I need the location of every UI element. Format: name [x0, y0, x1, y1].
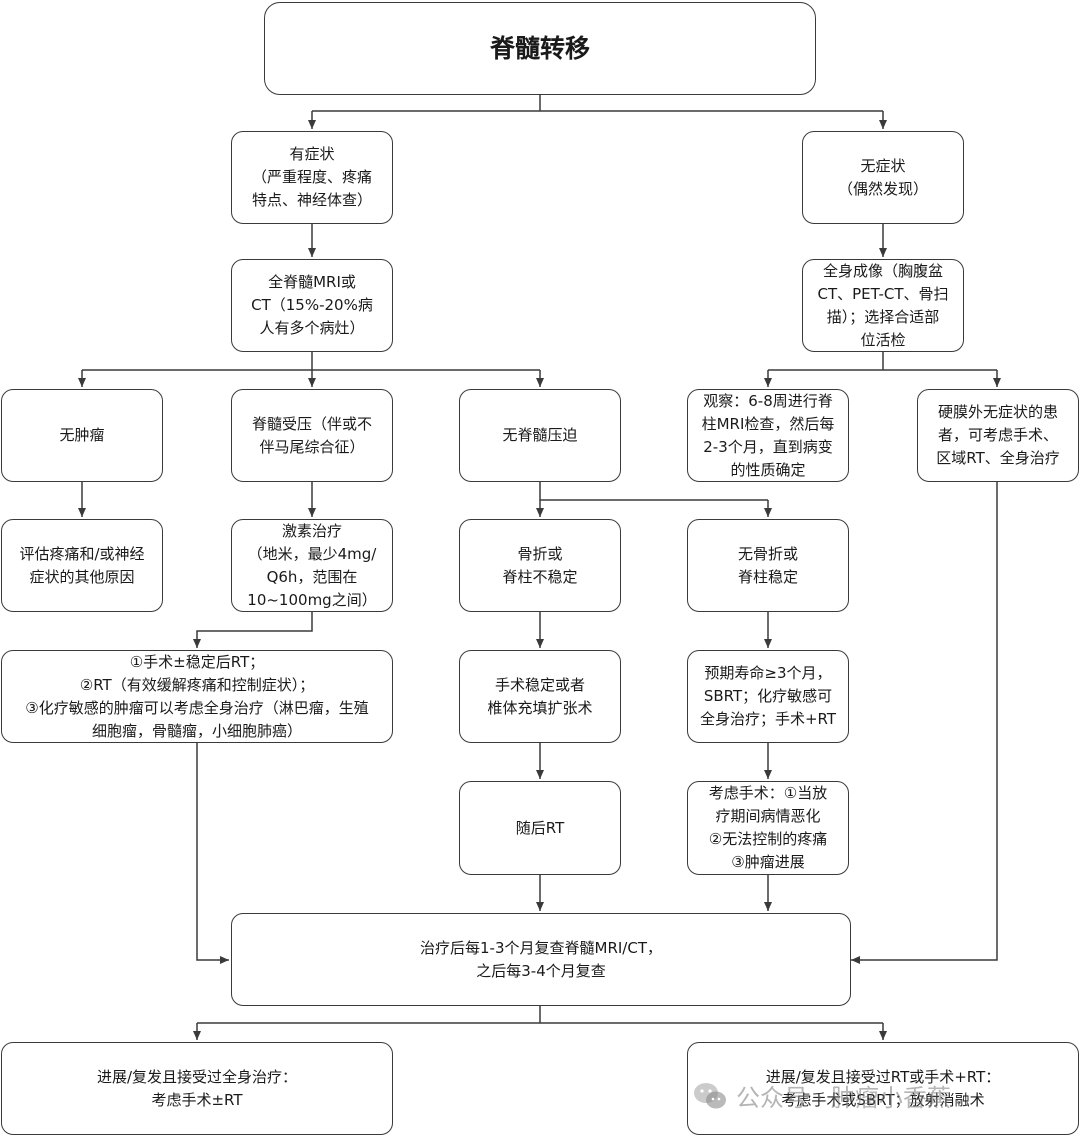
node-observe-text: 观察：6-8周进行脊 柱MRI检查，然后每 2-3个月，直到病变 的性质确定: [701, 391, 835, 479]
node-options: ①手术±稳定后RT； ②RT（有效缓解疼痛和控制症状）； ③化疗敏感的肿瘤可以考…: [1, 650, 393, 743]
node-evaluate-pain-text: 评估疼痛和/或神经 症状的其他原因: [19, 544, 145, 586]
node-prog-rt-text: 进展/复发且接受过RT或手术+RT： 考虑手术或SBRT；放射消融术: [765, 1067, 1001, 1109]
watermark-text: 公众号 · 肿瘤小香蕉: [736, 1084, 951, 1112]
connector-no-compression-split: [539, 482, 768, 501]
node-fracture-text: 骨折或 脊柱不稳定: [502, 544, 578, 586]
node-fracture: 骨折或 脊柱不稳定: [459, 519, 621, 612]
node-extradural: 硬膜外无症状的患 者，可考虑手术、 区域RT、全身治疗: [917, 389, 1079, 482]
node-no-tumor: 无肿瘤: [1, 389, 163, 482]
node-prog-systemic-text: 进展/复发且接受过全身治疗： 考虑手术±RT: [96, 1067, 298, 1109]
node-no-compression-text: 无脊髓压迫: [502, 426, 578, 444]
node-full-mri: 全脊髓MRI或 CT（15%-20%病 人有多个病灶）: [231, 259, 393, 352]
node-surgery-stab-text: 手术稳定或者 椎体充填扩张术: [487, 675, 593, 717]
node-consider-surgery: 考虑手术：①当放 疗期间病情恶化 ②无法控制的疼痛 ③肿瘤进展: [687, 781, 849, 875]
title-text: 脊髓转移: [489, 34, 590, 63]
connector-mri-split: [82, 352, 540, 371]
node-extradural-text: 硬膜外无症状的患 者，可考虑手术、 区域RT、全身治疗: [936, 403, 1060, 467]
node-no-fracture-text: 无骨折或 脊柱稳定: [737, 544, 798, 586]
node-symptomatic-text: 有症状 （严重程度、疼痛 特点、神经体查）: [251, 145, 372, 209]
node-cord-compression-text: 脊髓受压（伴或不 伴马尾综合征）: [251, 414, 372, 456]
node-whole-body: 全身成像（胸腹盆 CT、PET-CT、骨扫 描）；选择合适部 位活检: [802, 259, 964, 352]
node-steroid-text: 激素治疗 （地米，最少4mg/ Q6h，范围在 10~100mg之间）: [247, 521, 377, 609]
arrow-options-to-followup: [196, 743, 229, 964]
node-sbrt-text: 预期寿命≥3个月， SBRT；化疗敏感可 全身治疗；手术+RT: [699, 664, 837, 728]
wechat-icon: [694, 1082, 726, 1108]
connector-title-split: [312, 95, 883, 112]
node-prog-systemic: 进展/复发且接受过全身治疗： 考虑手术±RT: [1, 1042, 393, 1135]
node-whole-body-text: 全身成像（胸腹盆 CT、PET-CT、骨扫 描）；选择合适部 位活检: [817, 261, 949, 349]
watermark: 公众号 · 肿瘤小香蕉: [692, 1078, 951, 1113]
node-asymptomatic: 无症状 （偶然发现）: [802, 131, 964, 224]
node-cord-compression: 脊髓受压（伴或不 伴马尾综合征）: [231, 389, 393, 482]
node-no-fracture: 无骨折或 脊柱稳定: [687, 519, 849, 612]
node-observe: 观察：6-8周进行脊 柱MRI检查，然后每 2-3个月，直到病变 的性质确定: [687, 389, 849, 482]
connector-whole-body-split: [768, 352, 997, 371]
node-full-mri-text: 全脊髓MRI或 CT（15%-20%病 人有多个病灶）: [251, 273, 373, 337]
arrow-to-options: [193, 612, 313, 648]
node-prog-rt: 进展/复发且接受过RT或手术+RT： 考虑手术或SBRT；放射消融术: [687, 1042, 1079, 1135]
node-then-rt: 随后RT: [459, 781, 621, 875]
node-followup: 治疗后每1-3个月复查脊髓MRI/CT， 之后每3-4个月复查: [231, 913, 851, 1006]
node-followup-text: 治疗后每1-3个月复查脊髓MRI/CT， 之后每3-4个月复查: [420, 938, 662, 980]
arrow-extradural-to-followup: [851, 482, 998, 964]
node-consider-surgery-text: 考虑手术：①当放 疗期间病情恶化 ②无法控制的疼痛 ③肿瘤进展: [708, 784, 828, 871]
node-no-compression: 无脊髓压迫: [459, 389, 621, 482]
node-surgery-stab: 手术稳定或者 椎体充填扩张术: [459, 650, 621, 743]
title-node: 脊髓转移: [264, 2, 816, 95]
node-asymptomatic-text: 无症状 （偶然发现）: [837, 156, 928, 198]
node-options-text: ①手术±稳定后RT； ②RT（有效缓解疼痛和控制症状）； ③化疗敏感的肿瘤可以考…: [25, 652, 369, 740]
node-then-rt-text: 随后RT: [515, 818, 565, 837]
node-evaluate-pain: 评估疼痛和/或神经 症状的其他原因: [1, 519, 163, 612]
connector-followup-split: [197, 1006, 883, 1024]
node-sbrt: 预期寿命≥3个月， SBRT；化疗敏感可 全身治疗；手术+RT: [687, 650, 849, 743]
node-no-tumor-text: 无肿瘤: [59, 426, 105, 444]
node-steroid: 激素治疗 （地米，最少4mg/ Q6h，范围在 10~100mg之间）: [231, 519, 393, 612]
node-symptomatic: 有症状 （严重程度、疼痛 特点、神经体查）: [231, 131, 393, 224]
